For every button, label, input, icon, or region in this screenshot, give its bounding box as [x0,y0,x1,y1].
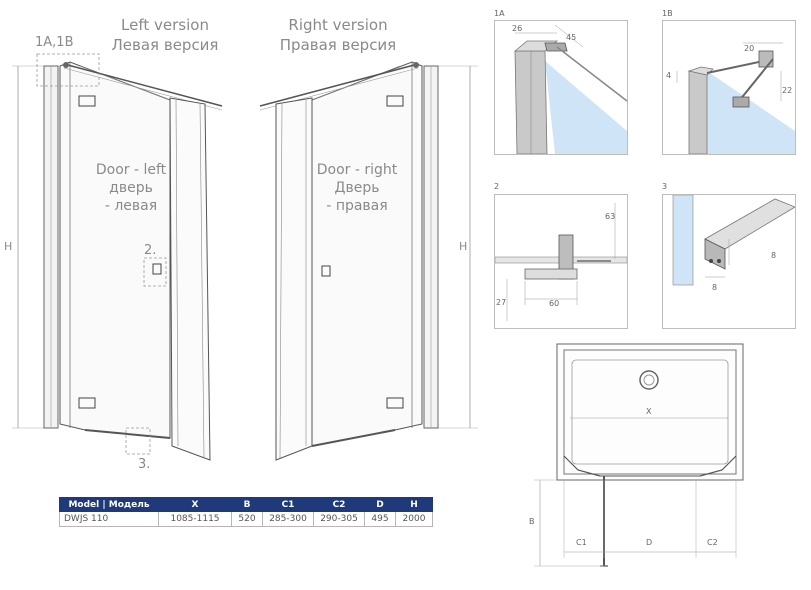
spec-cell-c1: 285-300 [262,511,314,527]
spec-cell-d: 495 [364,511,396,527]
detail-2-dim-63: 63 [605,212,616,221]
detail-3-box [662,194,796,329]
detail-2-dim-27: 27 [496,298,507,307]
detail-3-svg [672,195,795,286]
detail-1b-dim-22: 22 [782,86,793,95]
spec-table-header-row: Model | Модель X B C1 C2 D H [59,497,433,512]
right-title-en: Right version [288,16,388,34]
spec-header-model: Model | Модель [59,497,159,512]
spec-header-c2: C2 [313,497,365,512]
detail-2-svg [495,203,627,321]
right-door-label-line2: Дверь [334,180,380,196]
spec-table-row: DWJS 110 1085-1115 520 285-300 290-305 4… [59,511,433,527]
detail-1a-box [494,20,628,155]
detail-1b-dim-20: 20 [744,44,755,53]
detail-1a-dim-45: 45 [566,33,577,42]
callout-1a-1b: 1A,1B [35,35,74,50]
detail-1b-dim-4: 4 [666,71,672,80]
detail-1a-dim-26: 26 [512,24,523,33]
left-height-label: H [4,240,13,253]
left-door-label-line1: Door - left [95,162,167,178]
spec-cell-b: 520 [231,511,263,527]
spec-header-x: X [158,497,232,512]
detail-1b-svg [676,42,795,154]
right-door-label-line3: - правая [326,198,388,214]
plan-d-label: D [646,538,653,547]
left-title-en: Left version [121,16,209,34]
detail-1a-svg [513,24,627,154]
detail-1a-label: 1A [494,9,505,18]
plan-b-label: B [529,517,535,526]
spec-table: Model | Модель X B C1 C2 D H DWJS 110 10… [59,497,433,527]
detail-1b-box [662,20,796,155]
left-door-label-line2: дверь [109,180,153,196]
detail-1b-label: 1B [662,9,673,18]
detail-2-dim-60: 60 [549,299,560,308]
plan-c1-label: C1 [576,538,587,547]
detail-2-label: 2 [494,182,500,191]
spec-cell-model: DWJS 110 [59,511,159,527]
detail-2-box [494,194,628,329]
spec-header-h: H [395,497,433,512]
plan-c2-label: C2 [707,538,718,547]
spec-cell-x: 1085-1115 [158,511,232,527]
spec-header-d: D [364,497,396,512]
right-height-label: H [459,240,468,253]
spec-cell-c2: 290-305 [313,511,365,527]
right-title-ru: Правая версия [279,36,397,54]
detail-3-dim-8-horizontal: 8 [712,283,718,292]
callout-2: 2. [144,243,157,258]
detail-3-label: 3 [662,182,668,191]
left-door-label-line3: - левая [104,198,158,214]
detail-3-dim-8-vertical: 8 [771,251,777,260]
spec-cell-h: 2000 [395,511,433,527]
callout-3: 3. [138,457,151,472]
right-door-label-line1: Door - right [316,162,398,178]
plan-x-label: X [646,407,652,416]
spec-header-c1: C1 [262,497,314,512]
left-title-ru: Левая версия [111,36,219,54]
spec-header-b: B [231,497,263,512]
